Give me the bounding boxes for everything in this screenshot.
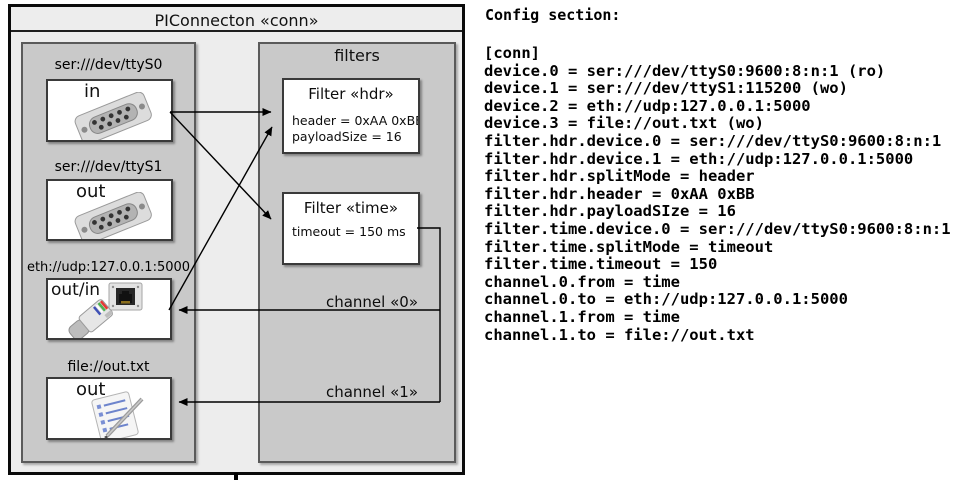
filter-attr: header = 0xAA 0xBB: [292, 113, 420, 128]
title-separator: [11, 30, 462, 32]
config-heading: Config section:: [485, 6, 621, 24]
notepad-pen-icon: [91, 391, 144, 438]
filter-attr: payloadSize = 16: [292, 129, 402, 144]
filter-node-time: Filter «time» timeout = 150 ms: [282, 192, 420, 265]
config-line: channel.1.from = time: [484, 307, 680, 326]
serial-connector-icon: [74, 92, 152, 140]
ethernet-plug-icon: [68, 299, 114, 338]
filters-group-label: filters: [334, 46, 380, 65]
filter-title: Filter «hdr»: [308, 85, 394, 103]
config-line: channel.1.to = file://out.txt: [484, 325, 755, 344]
config-line: filter.hdr.device.1 = eth://udp:127.0.0.…: [484, 149, 914, 168]
device-node-ttys1: out: [46, 179, 173, 241]
port-direction-label: out: [76, 379, 106, 400]
config-text: [conn] device.0 = ser:///dev/ttyS0:9600:…: [484, 44, 951, 344]
device-node-file: out: [46, 377, 172, 440]
channel-1-label: channel «1»: [325, 383, 418, 401]
config-line: filter.time.splitMode = timeout: [484, 237, 774, 256]
device-node-ttys0: in: [46, 79, 173, 142]
filter-attr: timeout = 150 ms: [292, 224, 406, 239]
config-line: filter.hdr.device.0 = ser:///dev/ttyS0:9…: [484, 131, 942, 150]
port-direction-label: out: [76, 181, 106, 202]
config-line: device.3 = file://out.txt (wo): [484, 114, 764, 133]
config-line: channel.0.to = eth://udp:127.0.0.1:5000: [484, 290, 848, 309]
config-line: filter.hdr.splitMode = header: [484, 167, 755, 186]
filter-title: Filter «time»: [303, 199, 399, 217]
config-line: filter.time.timeout = 150: [484, 255, 718, 274]
config-line: [conn]: [484, 44, 540, 62]
config-line: filter.time.device.0 = ser:///dev/ttyS0:…: [484, 219, 951, 238]
device-label-eth: eth://udp:127.0.0.1:5000: [26, 260, 191, 275]
config-line: device.2 = eth://udp:127.0.0.1:5000: [484, 96, 811, 115]
filter-node-hdr: Filter «hdr» header = 0xAA 0xBB payloadS…: [282, 78, 420, 154]
port-direction-label: in: [84, 81, 101, 102]
config-line: device.0 = ser:///dev/ttyS0:9600:8:n:1 (…: [484, 61, 886, 80]
piconnector-box: PIConnecton «conn» ser:///dev/ttyS0 in: [8, 4, 465, 475]
config-line: device.1 = ser:///dev/ttyS1:115200 (wo): [484, 79, 848, 98]
device-label-file: file://out.txt: [67, 359, 150, 375]
diagram-title: PIConnecton «conn»: [154, 11, 319, 30]
device-label-ttys1: ser:///dev/ttyS1: [54, 159, 163, 175]
serial-connector-icon: [74, 192, 152, 239]
port-direction-label: out/in: [51, 280, 101, 300]
config-line: filter.hdr.header = 0xAA 0xBB: [484, 184, 755, 203]
filters-group: filters Filter «hdr» header = 0xAA 0xBB …: [258, 42, 456, 463]
config-section: Config section: [conn] device.0 = ser://…: [484, 0, 964, 484]
channel-0-label: channel «0»: [325, 293, 418, 311]
device-node-eth: out/in: [46, 278, 172, 340]
page-boundary-tick: [234, 473, 238, 480]
config-line: filter.hdr.payloadSIze = 16: [484, 202, 736, 221]
ethernet-jack-icon: [108, 282, 143, 311]
devices-group: ser:///dev/ttyS0 in: [21, 42, 196, 463]
config-line: channel.0.from = time: [484, 272, 680, 291]
device-label-ttys0: ser:///dev/ttyS0: [54, 57, 163, 73]
